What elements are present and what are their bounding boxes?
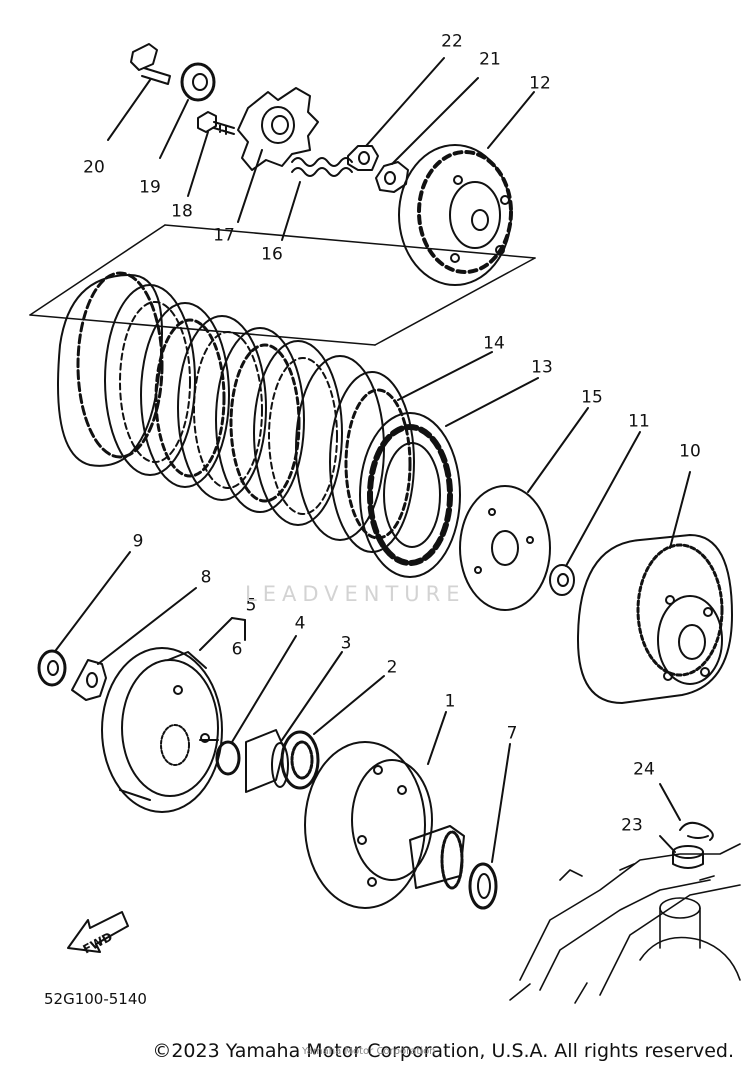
- pin-part-23: [659, 835, 704, 869]
- circlip-part-24: [659, 783, 714, 841]
- part-label-9: 9: [132, 531, 144, 552]
- group-bracket: [29, 224, 536, 346]
- part-label-17: 17: [213, 225, 235, 246]
- part-label-22: 22: [441, 31, 463, 52]
- clutch-housing-part-10: [577, 471, 733, 704]
- copyright-notice: ©2023 Yamaha Motor Corporation, U.S.A. A…: [152, 1040, 734, 1062]
- part-label-19: 19: [139, 177, 161, 198]
- part-label-11: 11: [628, 411, 650, 432]
- part-label-6: 6: [231, 639, 243, 660]
- part-label-16: 16: [261, 244, 283, 265]
- part-label-18: 18: [171, 201, 193, 222]
- part-label-12: 12: [529, 73, 551, 94]
- disc-part-15: [459, 407, 589, 611]
- part-label-24: 24: [633, 759, 655, 780]
- part-label-21: 21: [479, 49, 501, 70]
- crankcase-section: [509, 843, 741, 1004]
- part-label-14: 14: [483, 333, 505, 354]
- friction-plate-part-13: [359, 377, 539, 578]
- watermark: LEADVENTURE: [245, 582, 466, 606]
- nut-part-22: [347, 57, 445, 171]
- diagram-code: 52G100-5140: [44, 990, 147, 1008]
- bearing-part-19: [159, 62, 216, 159]
- part-label-2: 2: [386, 657, 398, 678]
- part-label-7: 7: [506, 723, 518, 744]
- bushing-part-3: [245, 651, 343, 793]
- part-label-4: 4: [294, 613, 306, 634]
- plate-part-17: [237, 87, 319, 223]
- part-label-5: 5: [245, 595, 257, 616]
- part-label-1: 1: [444, 691, 456, 712]
- washer-part-11: [549, 431, 641, 596]
- copyright-overlay: Yamaha Motor Corporation: [302, 1046, 436, 1057]
- clutch-shoe-part-5-6: [101, 617, 246, 813]
- lock-plate-part-8: [71, 587, 197, 701]
- steel-plate-part-14: [329, 351, 493, 553]
- spring-part-16: [281, 157, 353, 241]
- fwd-arrow-icon: [67, 911, 129, 953]
- screw-part-18: [187, 111, 235, 197]
- circlip-part-4: [215, 635, 297, 776]
- bolt-part-20: [107, 43, 171, 141]
- part-label-15: 15: [581, 387, 603, 408]
- part-label-8: 8: [200, 567, 212, 588]
- exploded-parts-diagram: [29, 43, 741, 1004]
- one-way-clutch-part-2: [280, 675, 385, 790]
- part-label-3: 3: [340, 633, 352, 654]
- part-label-23: 23: [621, 815, 643, 836]
- washer-part-7: [468, 743, 511, 910]
- part-label-10: 10: [679, 441, 701, 462]
- clutch-plate-stack: [57, 271, 385, 541]
- part-label-13: 13: [531, 357, 553, 378]
- drum-part-1: [304, 711, 465, 909]
- part-label-20: 20: [83, 157, 105, 178]
- pressure-plate-part-12: [398, 91, 535, 286]
- washer-part-9: [37, 551, 131, 687]
